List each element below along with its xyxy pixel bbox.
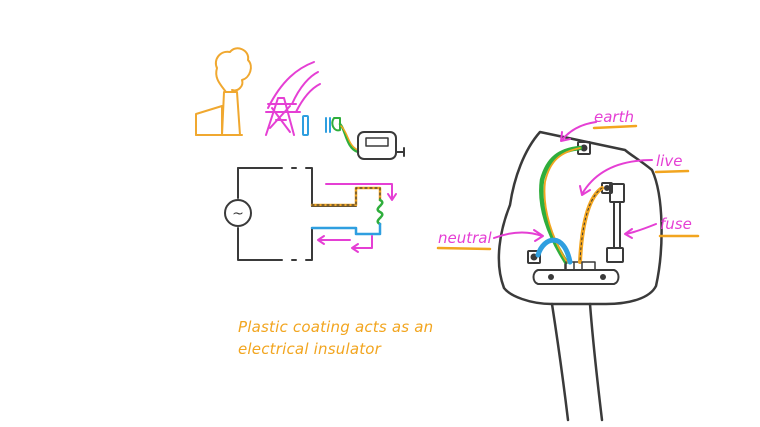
power-station-icon	[195, 47, 252, 136]
caption-line-2: electrical insulator	[238, 340, 382, 358]
circuit-coloured-wires	[310, 183, 397, 253]
caption-line-1: Plastic coating acts as an	[238, 318, 434, 336]
label-fuse: fuse	[660, 215, 692, 233]
pylon-icon	[265, 61, 321, 136]
insulator-caption: Plastic coating acts as an electrical in…	[238, 316, 498, 360]
fuse-icon	[606, 183, 625, 263]
plug-body	[497, 130, 663, 422]
label-live: live	[656, 152, 682, 170]
plug-terminals	[527, 141, 613, 264]
label-arrows	[493, 121, 657, 242]
transformer-icon	[302, 115, 309, 136]
circuit-diagram	[237, 167, 357, 261]
svg-text:~: ~	[232, 206, 244, 222]
ac-source-icon: ~	[224, 199, 252, 227]
label-neutral: neutral	[438, 229, 492, 247]
label-underlines	[436, 124, 700, 251]
label-earth: earth	[594, 108, 634, 126]
plug-internal-wires	[535, 145, 604, 271]
appliance-icon	[325, 117, 405, 160]
